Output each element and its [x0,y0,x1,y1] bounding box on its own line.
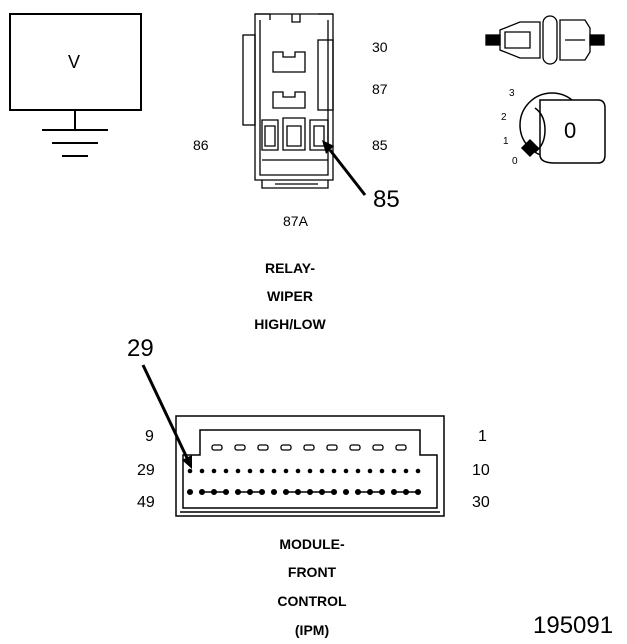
module-pin-9-label: 9 [145,428,154,445]
relay-pin-86-label: 86 [193,137,209,153]
relay-terminal-87 [272,91,306,109]
relay-pin-87-label: 87 [372,81,388,97]
module-caption-line-1: MODULE- [279,536,345,552]
relay-caption-line-1: RELAY- [264,260,316,276]
relay-caption-line-2: WIPER [267,288,313,304]
relay-pointer-label: 85 [373,186,400,213]
module-pin-49-label: 49 [137,494,155,511]
figure-id: 195091 [533,612,614,639]
module-pin-29-label: 29 [137,462,155,479]
module-outer-shell [175,415,445,517]
relay-pin-85-label: 85 [372,137,388,153]
module-pointer-line [141,364,189,459]
relay-pointer-line [328,149,367,196]
relay-terminal-86 [261,119,279,151]
module-inner-shell [182,429,438,509]
voltmeter-symbol [9,13,142,157]
module-pin-10-label: 10 [472,462,490,479]
module-caption-line-3: CONTROL [277,593,347,609]
module-top-row-pins [211,444,407,451]
module-connector [175,415,445,517]
relay-terminal-30 [272,51,306,73]
ignition-key-cylinder [519,92,606,164]
ignition-position-1: 1 [503,136,509,147]
module-middle-row-pins [187,468,421,474]
relay-terminal-87a [282,117,306,151]
module-caption-line-4: (IPM) [294,622,330,638]
relay-pin-30-label: 30 [372,39,388,55]
module-pin-1-label: 1 [478,428,487,445]
relay-side-rib [242,34,256,126]
ignition-position-0: 0 [512,156,518,167]
module-bottom-row-pins [186,488,422,496]
relay-connector [242,13,334,189]
module-pin-30-label: 30 [472,494,490,511]
switch-top-symbol [485,15,605,65]
relay-pointer-arrow [322,140,334,154]
relay-pin-87a-label: 87A [283,213,308,229]
module-pointer-arrow [182,455,192,469]
relay-caption-line-3: HIGH/LOW [254,316,326,332]
voltmeter-label: V [68,52,81,72]
ignition-position-3: 3 [509,88,515,99]
module-caption-line-2: FRONT [287,564,337,580]
ignition-position-2: 2 [501,112,507,123]
module-pointer-label: 29 [127,335,154,362]
ignition-key-label: 0 [564,118,577,143]
